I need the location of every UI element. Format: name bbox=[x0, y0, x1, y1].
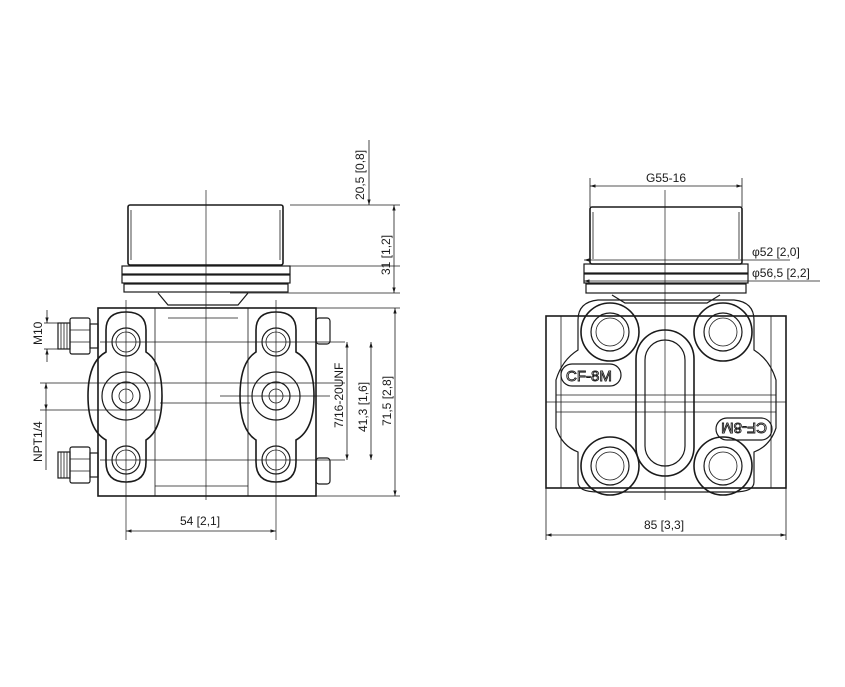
right-view: CF-8M CF-8M G55-16 φ52 [2,0] φ56,5 [2,2]… bbox=[545, 171, 820, 540]
dim-label-unf: 7/16-20UNF bbox=[332, 363, 346, 428]
right-body bbox=[545, 299, 787, 493]
material-mark-left: CF-8M bbox=[560, 363, 622, 387]
drain-fitting-bottom bbox=[57, 446, 99, 484]
vent-fitting-top bbox=[57, 317, 99, 355]
material-mark-text: CF-8M bbox=[566, 368, 612, 385]
dim-label-41-3: 41,3 [1,6] bbox=[356, 382, 370, 432]
right-flange bbox=[239, 311, 315, 483]
left-body bbox=[97, 307, 331, 497]
boss-top-right bbox=[693, 302, 753, 362]
dim-ports: M10 NPT1/4 bbox=[31, 310, 58, 470]
dim-label-31: 31 [1,2] bbox=[379, 235, 393, 275]
boss-bottom-right bbox=[693, 436, 753, 496]
dim-diameters: φ52 [2,0] φ56,5 [2,2] bbox=[584, 245, 820, 283]
left-flange bbox=[87, 311, 163, 483]
right-cap bbox=[583, 206, 749, 304]
dim-cap-height: 20,5 [0,8] 31 [1,2] bbox=[230, 140, 400, 294]
dim-label-phi56: φ56,5 [2,2] bbox=[752, 266, 810, 280]
dim-bolt-spacing: 7/16-20UNF 41,3 [1,6] 71,5 [2,8] bbox=[316, 307, 400, 497]
dim-label-71-5: 71,5 [2,8] bbox=[380, 376, 394, 426]
left-view: 20,5 [0,8] 31 [1,2] 7/16-20UNF 41,3 [1,6… bbox=[31, 140, 400, 540]
boss-bottom-left bbox=[580, 436, 640, 496]
dim-label-20-5: 20,5 [0,8] bbox=[353, 150, 367, 200]
dim-label-npt: NPT1/4 bbox=[31, 421, 45, 462]
material-mark-text-rotated: CF-8M bbox=[721, 419, 767, 436]
boss-top-left bbox=[580, 302, 640, 362]
left-centerlines bbox=[40, 190, 345, 540]
dim-label-54: 54 [2,1] bbox=[180, 514, 220, 528]
dim-label-phi52: φ52 [2,0] bbox=[752, 245, 800, 259]
dim-left-width: 54 [2,1] bbox=[126, 514, 276, 533]
dim-label-85: 85 [3,3] bbox=[644, 518, 684, 532]
dim-cap-thread: G55-16 bbox=[589, 171, 743, 207]
center-slot bbox=[635, 190, 695, 500]
dim-label-m10: M10 bbox=[31, 321, 45, 345]
material-mark-right: CF-8M bbox=[715, 417, 773, 441]
dim-right-width: 85 [3,3] bbox=[545, 488, 787, 540]
dim-label-g55: G55-16 bbox=[646, 171, 686, 185]
